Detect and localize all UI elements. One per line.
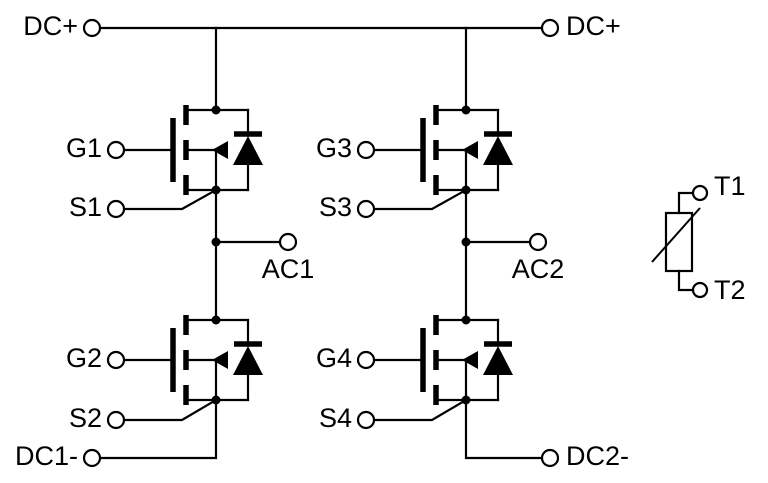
- label-t2: T2: [714, 275, 746, 305]
- q2-drain-junction: [211, 315, 221, 325]
- terminal-t1[interactable]: [691, 184, 709, 202]
- label-s4: S4: [319, 403, 352, 433]
- q3-source-terminal-lead: [372, 188, 468, 211]
- q2-diode-anode-triangle: [233, 346, 263, 375]
- q4-diode-anode-triangle: [483, 346, 513, 375]
- ntc-top-lead: [677, 191, 694, 215]
- terminal-dc2-minus[interactable]: [540, 448, 560, 468]
- label-g4: G4: [316, 343, 352, 373]
- terminal-s3[interactable]: [356, 199, 376, 219]
- mosfet-q2: [122, 315, 263, 405]
- terminal-s2[interactable]: [106, 410, 126, 430]
- ntc-bottom-lead: [677, 269, 694, 292]
- q3-diode-anode-triangle: [483, 136, 513, 165]
- ac2-junction: [461, 237, 471, 247]
- mosfet-q4: [372, 315, 513, 405]
- net-dc2-minus: [464, 398, 544, 460]
- q2-source-terminal-lead: [122, 398, 218, 422]
- terminal-ac2[interactable]: [528, 232, 548, 252]
- label-t1: T1: [714, 171, 746, 201]
- net-ac2: [461, 237, 532, 247]
- terminal-g1[interactable]: [106, 140, 126, 160]
- terminal-g3[interactable]: [356, 140, 376, 160]
- terminal-dc-plus-left[interactable]: [82, 18, 102, 38]
- q1-body-arrow: [212, 141, 228, 159]
- terminal-ac1[interactable]: [278, 232, 298, 252]
- net-ac1: [211, 237, 282, 247]
- q1-drain-junction: [211, 105, 221, 115]
- terminal-s4[interactable]: [356, 410, 376, 430]
- label-dc-plus-right: DC+: [566, 11, 621, 41]
- ntc-slash-line: [651, 207, 701, 263]
- label-s1: S1: [69, 192, 102, 222]
- label-s3: S3: [319, 192, 352, 222]
- q3-body-arrow: [462, 141, 478, 159]
- net-dc1-minus: [98, 398, 218, 460]
- label-g2: G2: [66, 343, 102, 373]
- q3-drain-junction: [461, 105, 471, 115]
- q4-drain-junction: [461, 315, 471, 325]
- label-s2: S2: [69, 403, 102, 433]
- terminal-t2[interactable]: [691, 281, 709, 299]
- label-dc-plus-left: DC+: [23, 11, 78, 41]
- q2-body-arrow: [212, 351, 228, 369]
- label-g3: G3: [316, 133, 352, 163]
- label-dc1-minus: DC1-: [15, 441, 78, 471]
- terminal-s1[interactable]: [106, 199, 126, 219]
- net-dc-plus-rail: [98, 26, 544, 112]
- label-ac1: AC1: [262, 254, 315, 284]
- label-g1: G1: [66, 133, 102, 163]
- label-ac2: AC2: [512, 254, 565, 284]
- q4-source-terminal-lead: [372, 398, 468, 422]
- q1-source-terminal-lead: [122, 188, 218, 211]
- mosfet-q1: [122, 105, 263, 195]
- mosfet-q3: [372, 105, 513, 195]
- terminal-dc-plus-right[interactable]: [540, 18, 560, 38]
- q4-body-arrow: [462, 351, 478, 369]
- thermistor-ntc: [651, 191, 701, 292]
- terminal-g2[interactable]: [106, 350, 126, 370]
- label-dc2-minus: DC2-: [566, 441, 629, 471]
- q1-diode-anode-triangle: [233, 136, 263, 165]
- terminal-g4[interactable]: [356, 350, 376, 370]
- ac1-junction: [211, 237, 221, 247]
- terminal-dc1-minus[interactable]: [82, 448, 102, 468]
